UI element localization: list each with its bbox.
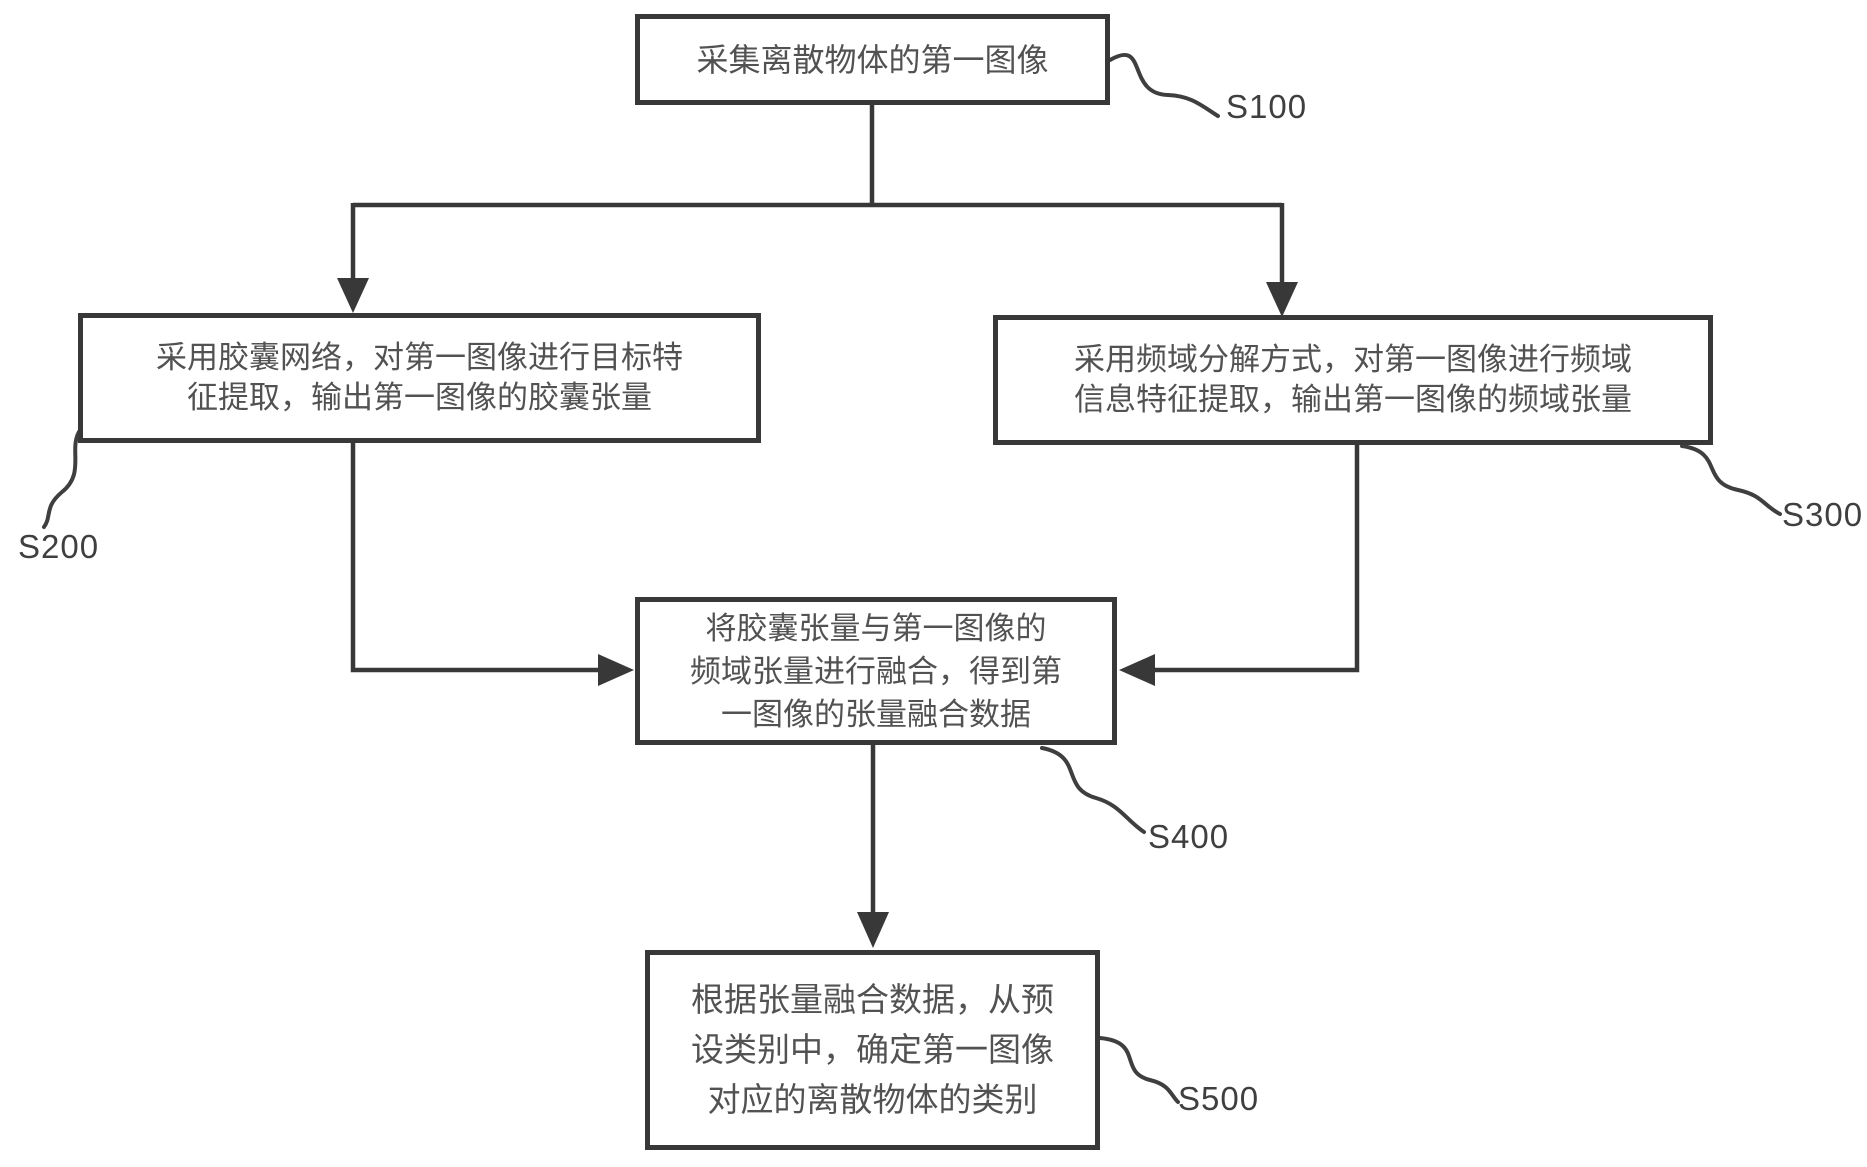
flow-step-s300-text-line1: 采用频域分解方式，对第一图像进行频域 bbox=[1074, 342, 1632, 377]
flow-step-s200-box: 采用胶囊网络，对第一图像进行目标特 征提取，输出第一图像的胶囊张量 bbox=[78, 313, 761, 443]
arrowhead-into-s400-left bbox=[598, 654, 634, 686]
flow-step-s400-text-line1: 将胶囊张量与第一图像的 bbox=[705, 610, 1047, 646]
arrowhead-into-s500 bbox=[857, 912, 889, 948]
step-label-s500: S500 bbox=[1178, 1080, 1260, 1117]
flow-step-s200-text-line2: 征提取，输出第一图像的胶囊张量 bbox=[187, 380, 652, 415]
flow-step-s200-text-line1: 采用胶囊网络，对第一图像进行目标特 bbox=[156, 340, 683, 375]
leader-squiggle-s500 bbox=[1098, 1036, 1180, 1104]
flow-step-s500-text-line1: 根据张量融合数据，从预 bbox=[691, 981, 1054, 1018]
leader-squiggle-s100 bbox=[1108, 52, 1220, 118]
step-label-s100: S100 bbox=[1226, 88, 1308, 125]
arrowhead-into-s300 bbox=[1266, 282, 1298, 317]
flow-step-s300-box: 采用频域分解方式，对第一图像进行频域 信息特征提取，输出第一图像的频域张量 bbox=[993, 315, 1713, 445]
flow-step-s100-text: 采集离散物体的第一图像 bbox=[696, 41, 1049, 78]
step-label-s200: S200 bbox=[18, 528, 100, 565]
step-label-s400: S400 bbox=[1148, 818, 1230, 855]
arrowhead-into-s400-right bbox=[1119, 654, 1155, 686]
flow-step-s300-text-line2: 信息特征提取，输出第一图像的频域张量 bbox=[1074, 382, 1632, 417]
flow-step-s400-text-line3: 一图像的张量融合数据 bbox=[721, 696, 1031, 732]
step-label-s300: S300 bbox=[1782, 496, 1864, 533]
flow-step-s400-text-line2: 频域张量进行融合，得到第 bbox=[690, 653, 1062, 689]
flow-step-s500-text-line3: 对应的离散物体的类别 bbox=[707, 1081, 1038, 1118]
leader-squiggle-s300 bbox=[1680, 444, 1782, 516]
flow-step-s100-box: 采集离散物体的第一图像 bbox=[635, 14, 1110, 105]
edge-s300-s400 bbox=[1152, 445, 1360, 673]
edge-s200-s400 bbox=[350, 443, 602, 673]
flow-step-s400-box: 将胶囊张量与第一图像的 频域张量进行融合，得到第 一图像的张量融合数据 bbox=[635, 597, 1117, 745]
arrowhead-into-s200 bbox=[337, 278, 369, 313]
leader-squiggle-s400 bbox=[1040, 746, 1146, 834]
flow-step-s500-text-line2: 设类别中，确定第一图像 bbox=[691, 1031, 1054, 1068]
flow-step-s500-box: 根据张量融合数据，从预 设类别中，确定第一图像 对应的离散物体的类别 bbox=[645, 950, 1100, 1150]
